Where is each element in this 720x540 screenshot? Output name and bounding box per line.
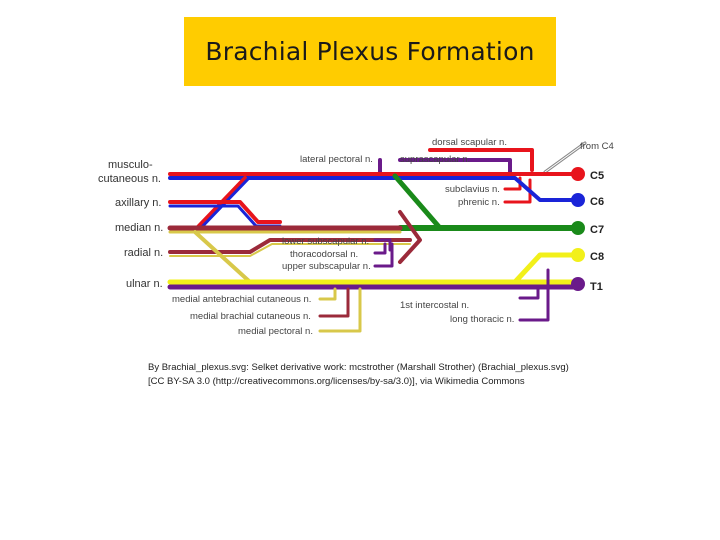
lower-subscapular-branch bbox=[373, 238, 392, 252]
musculocutaneous-label-1: musculo- bbox=[108, 159, 153, 171]
subclavius-label: subclavius n. bbox=[445, 184, 500, 195]
long-thoracic-label: long thoracic n. bbox=[450, 314, 514, 325]
c6-label: C6 bbox=[590, 196, 604, 208]
thoracodorsal-branch bbox=[373, 242, 387, 255]
c8-label: C8 bbox=[590, 251, 604, 263]
c5-label: C5 bbox=[590, 170, 604, 182]
first-intercostal-label: 1st intercostal n. bbox=[400, 300, 469, 311]
medial-brachial-branch bbox=[318, 287, 350, 318]
medial-antebrachial-branch bbox=[318, 287, 337, 301]
medial-brachial-label: medial brachial cutaneous n. bbox=[190, 311, 311, 322]
axillary-line bbox=[168, 200, 282, 224]
caption-line-2: [CC BY-SA 3.0 (http://creativecommons.or… bbox=[148, 376, 525, 387]
c7-label: C7 bbox=[590, 224, 604, 236]
medial-pectoral-label: medial pectoral n. bbox=[238, 326, 313, 337]
medial-pectoral-branch bbox=[318, 287, 362, 333]
phrenic-branch bbox=[503, 178, 532, 204]
t1-label: T1 bbox=[590, 281, 603, 293]
dorsal-scapular-label: dorsal scapular n. bbox=[432, 137, 507, 148]
radial-line bbox=[168, 238, 412, 254]
radial-label: radial n. bbox=[124, 247, 163, 259]
c8-root-dot bbox=[571, 248, 585, 262]
c7-root-dot bbox=[571, 221, 585, 235]
upper-subscapular-branch bbox=[373, 242, 394, 268]
t1-root-dot bbox=[571, 277, 585, 291]
c6-root-line bbox=[168, 176, 577, 202]
c8-root-line bbox=[512, 252, 578, 285]
upper-subscapular-label: upper subscapular n. bbox=[282, 261, 371, 272]
musculocutaneous-label-2: cutaneous n. bbox=[98, 173, 161, 185]
from-c4-label: from C4 bbox=[580, 141, 614, 152]
title-box: Brachial Plexus Formation bbox=[184, 17, 556, 86]
page-title: Brachial Plexus Formation bbox=[205, 37, 535, 66]
first-intercostal-branch bbox=[518, 287, 540, 300]
c6-root-dot bbox=[571, 193, 585, 207]
caption-line-1: By Brachial_plexus.svg: Selket derivativ… bbox=[148, 362, 569, 373]
thoracodorsal-label: thoracodorsal n. bbox=[290, 249, 358, 260]
dorsal-scapular-branch bbox=[428, 148, 534, 172]
lateral-cord-diag bbox=[392, 173, 443, 231]
suprascapular-branch bbox=[398, 158, 512, 176]
suprascapular-label: suprascapular n. bbox=[400, 154, 470, 165]
lateral-pectoral-label: lateral pectoral n. bbox=[300, 154, 373, 165]
posterior-cord-diag bbox=[193, 230, 252, 284]
c5-root-dot bbox=[571, 167, 585, 181]
ulnar-label: ulnar n. bbox=[126, 278, 163, 290]
attribution-caption: By Brachial_plexus.svg: Selket derivativ… bbox=[148, 361, 569, 389]
long-thoracic-branch bbox=[518, 268, 550, 322]
medial-antebrachial-label: medial antebrachial cutaneous n. bbox=[172, 294, 311, 305]
axillary-label: axillary n. bbox=[115, 197, 161, 209]
median-label: median n. bbox=[115, 222, 163, 234]
lower-subscapular-label: lower subscapular n. bbox=[282, 236, 369, 247]
phrenic-label: phrenic n. bbox=[458, 197, 500, 208]
